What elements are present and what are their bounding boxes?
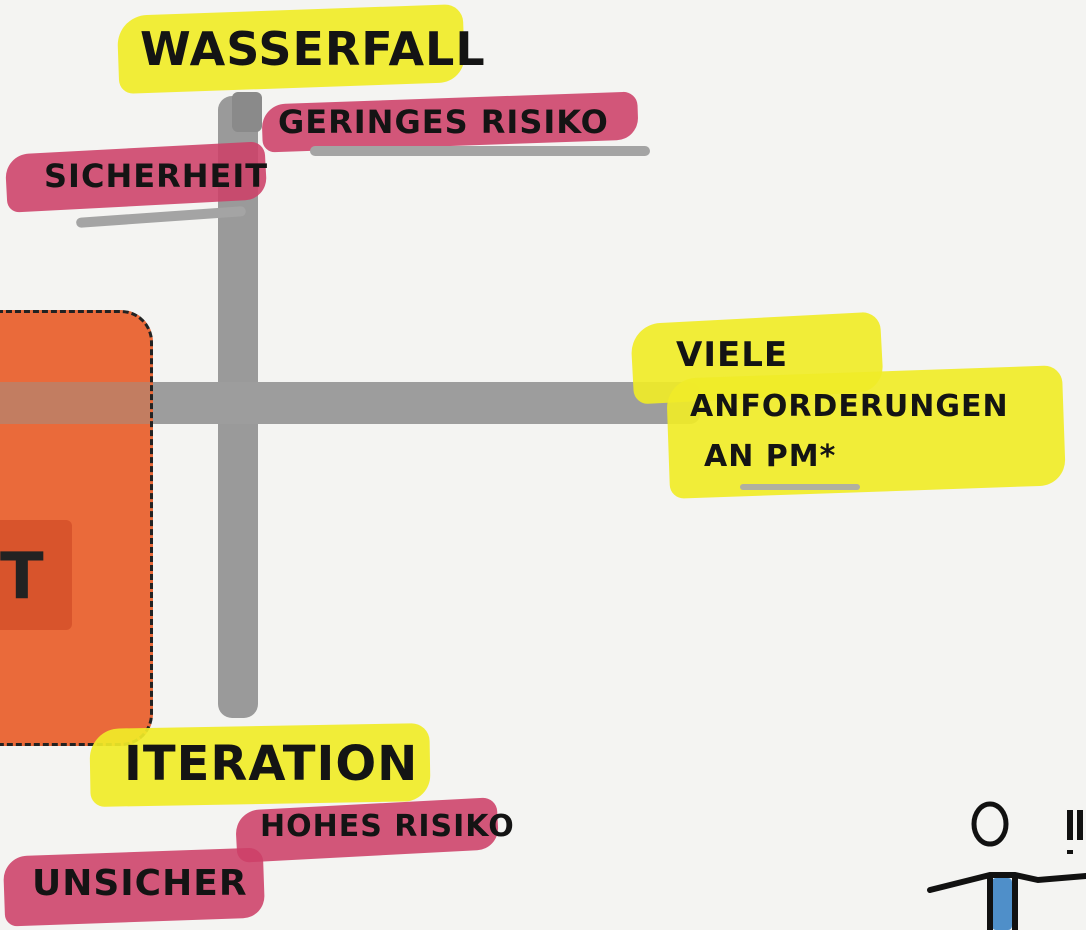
stick-figure-icon bbox=[927, 801, 1086, 930]
viele-label-line2: ANFORDERUNGEN bbox=[690, 389, 1009, 424]
viele-label-line3: AN PM* bbox=[704, 439, 837, 474]
wasserfall-label: WASSERFALL bbox=[140, 22, 486, 76]
orange-axis-overlay bbox=[0, 382, 150, 424]
viele-underline bbox=[740, 484, 860, 490]
vertical-axis-cap bbox=[232, 92, 262, 132]
unsicher-label: UNSICHER bbox=[32, 863, 248, 904]
iteration-label: ITERATION bbox=[124, 736, 419, 792]
hohes-risiko-label: HOHES RISIKO bbox=[260, 809, 515, 844]
orange-box-inner bbox=[0, 520, 72, 630]
sicherheit-label: SICHERHEIT bbox=[44, 157, 269, 195]
viele-highlight-bottom bbox=[666, 365, 1066, 499]
viele-label-line1: VIELE bbox=[676, 335, 789, 375]
box-partial-label: T bbox=[0, 540, 45, 614]
geringes-risiko-underline bbox=[310, 146, 650, 156]
geringes-risiko-label: GERINGES RISIKO bbox=[278, 103, 609, 141]
